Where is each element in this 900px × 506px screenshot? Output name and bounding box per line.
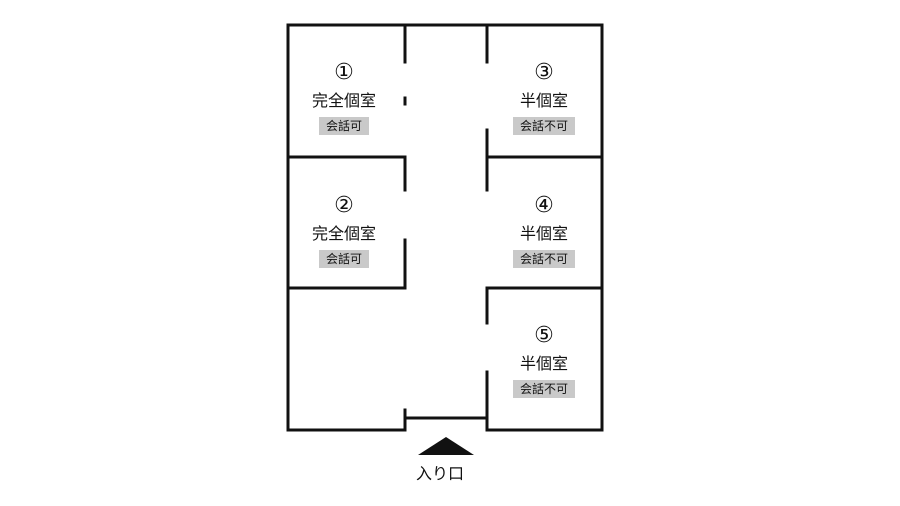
- conversation-badge: 会話不可: [512, 117, 575, 135]
- room-5: ⑤ 半個室 会話不可: [484, 323, 604, 398]
- room-type: 半個室: [519, 224, 568, 243]
- room-number: ⑤: [534, 323, 554, 348]
- entrance-arrow-icon: [418, 437, 474, 455]
- room-type: 半個室: [519, 91, 568, 110]
- conversation-badge: 会話可: [318, 117, 369, 135]
- room-number: ②: [334, 193, 354, 218]
- room-number: ③: [534, 60, 554, 85]
- room-type: 完全個室: [311, 224, 376, 243]
- entrance-label: 入り口: [415, 464, 464, 483]
- room-type: 半個室: [519, 354, 568, 373]
- conversation-badge: 会話不可: [512, 250, 575, 268]
- room-3: ③ 半個室 会話不可: [484, 60, 604, 135]
- room-number: ④: [534, 193, 554, 218]
- room-2: ② 完全個室 会話可: [284, 193, 404, 268]
- room-1: ① 完全個室 会話可: [284, 60, 404, 135]
- room-4: ④ 半個室 会話不可: [484, 193, 604, 268]
- conversation-badge: 会話不可: [512, 380, 575, 398]
- room-number: ①: [334, 60, 354, 85]
- room-type: 完全個室: [311, 91, 376, 110]
- conversation-badge: 会話可: [318, 250, 369, 268]
